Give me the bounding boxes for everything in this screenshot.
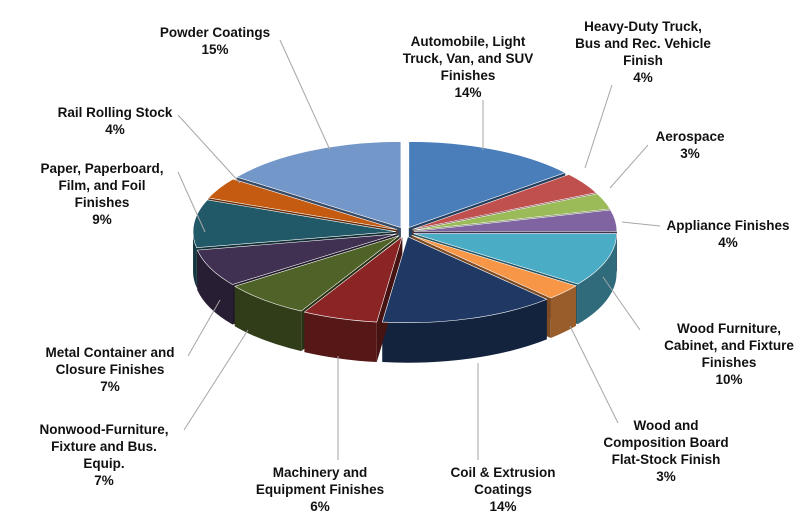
pie-slice	[413, 233, 617, 285]
slice-value-label: 3%	[680, 146, 700, 161]
slice-category-label: Wood and	[634, 418, 699, 433]
slice-category-label: Closure Finishes	[56, 362, 165, 377]
pie-slice-wall	[577, 233, 617, 325]
slice-category-label: Aerospace	[655, 129, 725, 144]
slice-category-label: Paper, Paperboard,	[40, 161, 163, 176]
pie-slice-wall	[382, 299, 547, 363]
slice-category-label: Bus and Rec. Vehicle	[575, 36, 711, 51]
slice-category-label: Finishes	[75, 195, 130, 210]
slice-category-label: Truck, Van, and SUV	[403, 51, 534, 66]
slice-value-label: 4%	[633, 70, 653, 85]
pie-slice	[207, 178, 398, 230]
pie-slice-wall	[550, 285, 576, 338]
leader-line	[187, 299, 221, 357]
slice-category-label: Automobile, Light	[411, 34, 526, 49]
pie-slice	[408, 141, 567, 228]
pie-slice	[413, 209, 618, 232]
slice-value-label: 15%	[201, 42, 228, 57]
pie-slice	[234, 235, 400, 312]
slice-category-label: Wood Furniture,	[677, 321, 781, 336]
pie-slice	[413, 193, 611, 231]
leader-line	[621, 221, 661, 227]
slice-category-label: Flat-Stock Finish	[612, 452, 721, 467]
slice-category-label: Finish	[623, 53, 663, 68]
slice-value-label: 3%	[656, 469, 676, 484]
pie-slice-wall	[304, 312, 377, 363]
slice-category-label: Heavy-Duty Truck,	[584, 19, 702, 34]
slice-category-label: Composition Board	[603, 435, 728, 450]
pie-tops	[192, 141, 618, 323]
slice-category-label: Coil & Extrusion	[450, 465, 555, 480]
pie-slice	[411, 234, 577, 299]
slice-value-label: 4%	[718, 235, 738, 250]
slice-value-label: 7%	[94, 473, 114, 488]
slice-category-label: Metal Container and	[45, 345, 174, 360]
leader-line	[584, 84, 613, 169]
leader-line	[602, 276, 641, 331]
slice-category-label: Film, and Foil	[59, 178, 146, 193]
slice-value-label: 14%	[454, 85, 481, 100]
pie-slice	[192, 199, 397, 248]
slice-value-label: 9%	[92, 212, 112, 227]
pie-slice	[303, 235, 403, 323]
leader-line	[279, 39, 331, 151]
slice-value-label: 7%	[100, 379, 120, 394]
pie-slice	[381, 236, 548, 323]
slice-label: Appliance Finishes 4%	[666, 218, 789, 250]
slice-category-label: Equipment Finishes	[256, 482, 384, 497]
leader-line	[177, 114, 241, 184]
leader-line	[183, 329, 249, 431]
slice-label: Powder Coatings 15%	[160, 25, 270, 57]
slice-category-label: Appliance Finishes	[666, 218, 789, 233]
slice-value-label: 6%	[310, 499, 330, 514]
slice-category-label: Rail Rolling Stock	[58, 105, 173, 120]
pie-slice	[412, 174, 597, 230]
slice-value-label: 4%	[105, 122, 125, 137]
slice-category-label: Fixture and Bus.	[51, 439, 157, 454]
leader-lines	[177, 39, 661, 460]
leader-line	[609, 144, 649, 189]
slice-label: Rail Rolling Stock 4%	[58, 105, 173, 137]
leader-line	[569, 325, 619, 424]
slice-category-label: Cabinet, and Fixture	[664, 338, 794, 353]
slice-category-label: Finishes	[702, 355, 757, 370]
slice-label: Nonwood-Furniture, Fixture and Bus. Equip.…	[40, 422, 169, 488]
slice-category-label: Equip.	[83, 456, 124, 471]
pie-slice	[196, 233, 397, 285]
slice-value-label: 10%	[715, 372, 742, 387]
pie-slice-wall	[197, 250, 233, 325]
slice-category-label: Powder Coatings	[160, 25, 270, 40]
slice-value-label: 14%	[489, 499, 516, 514]
pie-slice-wall	[234, 286, 302, 352]
slice-category-label: Coatings	[474, 482, 532, 497]
pie-slice	[235, 141, 402, 228]
slice-category-label: Nonwood-Furniture,	[40, 422, 169, 437]
slice-label: Aerospace 3%	[655, 129, 725, 161]
slice-category-label: Machinery and	[273, 465, 368, 480]
leader-line	[177, 171, 206, 233]
slice-category-label: Finishes	[441, 68, 496, 83]
